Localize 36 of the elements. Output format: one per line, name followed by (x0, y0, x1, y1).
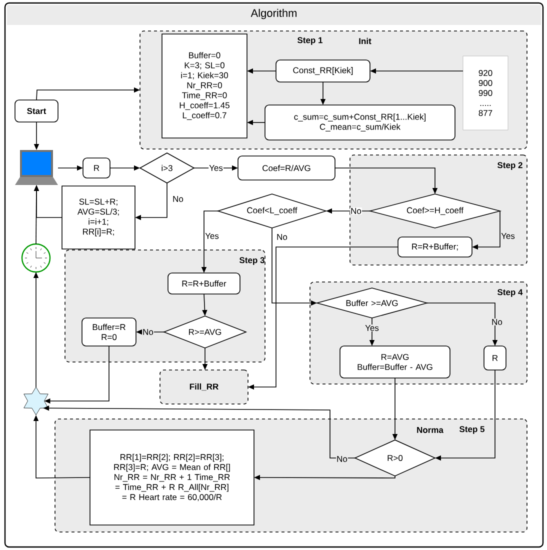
step-label: Step 4 (497, 289, 523, 297)
process-box: Buffer=0 K=3; SL=0 i=1; Kiek=30 Nr_RR=0 Time_RR=0 H_coeff=1.45 L_coeff=0.7 (162, 34, 248, 138)
step-label: Step 1 (298, 37, 322, 45)
process-box: c_sum=c_sum+Const_RR[1...Kiek] C_mean=c_sum/Kiek (264, 104, 456, 140)
process-box: Const_RR[Kiek] (276, 60, 370, 82)
edge-label: No (491, 318, 503, 326)
edge-label: No (172, 196, 184, 202)
step-label: Step 5 (459, 426, 484, 434)
star-shape (24, 386, 48, 416)
process-box: R=AVG Buffer=Buffer - AVG (340, 346, 450, 378)
step-label: Step 3 (240, 257, 264, 265)
fill-box: Fill_RR (160, 370, 248, 404)
edge-label: No (142, 328, 154, 336)
data-list: 920 900 990 ..... 877 (462, 56, 508, 130)
process-box: Buffer=R R=0 (82, 318, 136, 346)
process-box: R (484, 346, 506, 370)
step-label: Step 2 (497, 162, 522, 170)
process-box: RR[1]=RR[2]; RR[2]=RR[3]; RR[3]=R; AVG = Mean of RR[] Nr_RR = Nr_RR + 1 Time_RR = Time_RR + R R_All[Nr_RR] = R Heart rate = 60,000/R (90, 430, 254, 526)
process-box: R=R+Buffer (168, 272, 240, 294)
edge-label: Yes (208, 164, 224, 172)
edge-label: No (336, 456, 348, 462)
process-box: R (82, 158, 110, 178)
edge-label: No (276, 234, 288, 240)
edge-label: Yes (500, 232, 516, 240)
process-box: Coef=R/AVG (238, 156, 336, 180)
laptop-drawing (15, 150, 58, 185)
process-box: R=R+Buffer; (398, 236, 472, 258)
clock-icon (21, 243, 51, 273)
start-box: Start (14, 100, 58, 122)
edge-label: No (350, 208, 362, 214)
step-label: Init (359, 38, 372, 44)
edge-label: Yes (204, 232, 220, 240)
edge-label: Yes (364, 324, 380, 332)
process-box: SL=SL+R; AVG=SL/3; i=i+1; RR[i]=R; (62, 186, 136, 250)
step-label: Norma (417, 427, 444, 433)
frame-label: Algorithm (250, 8, 296, 20)
